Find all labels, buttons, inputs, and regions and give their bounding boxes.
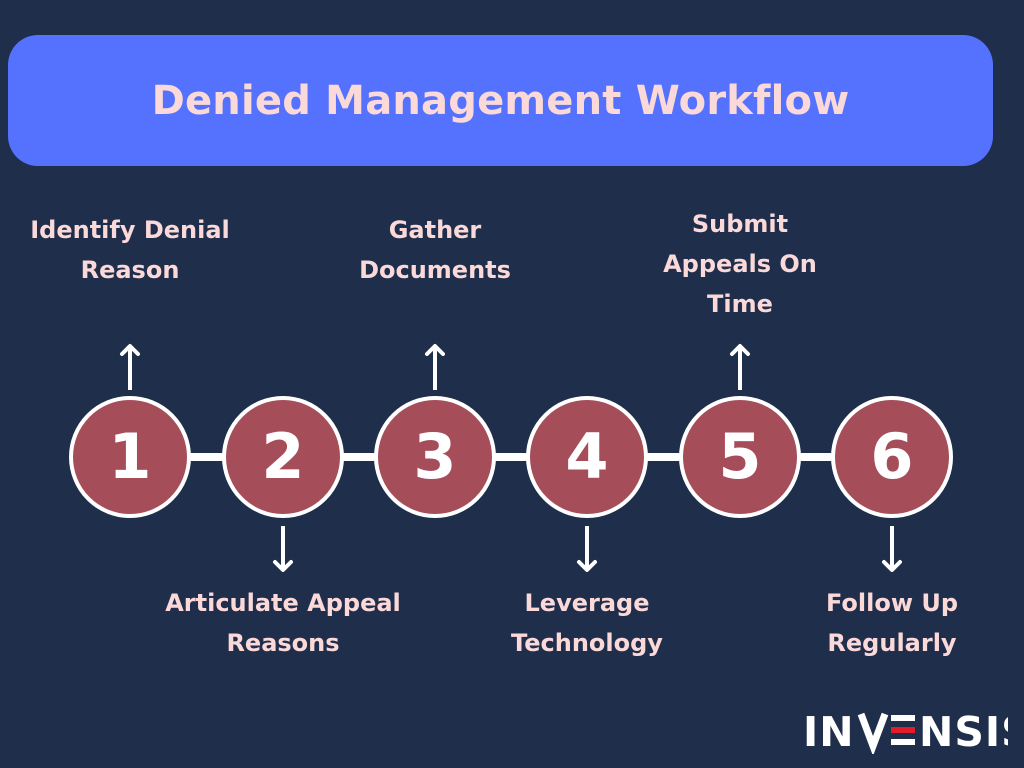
- arrow-up-icon: [425, 344, 445, 390]
- step-circle-6: 6: [831, 396, 953, 518]
- page-title: Denied Management Workflow: [151, 77, 850, 124]
- title-banner: Denied Management Workflow: [8, 35, 993, 166]
- step-circle-5: 5: [679, 396, 801, 518]
- step-label-line: Gather: [388, 216, 482, 244]
- step-circle-2: 2: [222, 396, 344, 518]
- logo-text-right: NSIS: [919, 708, 1008, 754]
- step-label-line: Reasons: [226, 629, 340, 657]
- step-label-line: Follow Up: [825, 589, 959, 617]
- step-number: 5: [718, 420, 762, 493]
- logo-e-accent-mid: [891, 727, 915, 733]
- step-number: 3: [413, 420, 457, 493]
- step-label-line: Regularly: [827, 629, 957, 657]
- step-label-line: Technology: [511, 629, 663, 657]
- step-label-line: Appeals On: [663, 250, 817, 278]
- step-label-line: Time: [707, 290, 773, 318]
- step-number: 1: [108, 420, 152, 493]
- step-label-line: Articulate Appeal: [165, 589, 401, 617]
- logo-text-left: IN: [803, 708, 855, 754]
- arrow-down-icon: [273, 526, 293, 572]
- step-number: 2: [261, 420, 305, 493]
- logo-e-accent-bottom: [891, 739, 915, 745]
- arrow-down-icon: [882, 526, 902, 572]
- step-label-line: Identify Denial: [30, 216, 230, 244]
- steps-connector-line: [130, 453, 892, 461]
- step-number: 6: [870, 420, 914, 493]
- step-label-line: Leverage: [524, 589, 650, 617]
- step-label-line: Submit: [691, 210, 789, 238]
- logo-e-accent-top: [891, 715, 915, 721]
- step-label-6: Follow Up Regularly: [752, 583, 1024, 663]
- step-circle-3: 3: [374, 396, 496, 518]
- arrow-up-icon: [730, 344, 750, 390]
- step-circle-1: 1: [69, 396, 191, 518]
- step-circle-4: 4: [526, 396, 648, 518]
- step-number: 4: [565, 420, 609, 493]
- arrow-down-icon: [577, 526, 597, 572]
- invensis-logo: IN NSIS: [803, 708, 1008, 754]
- step-label-line: Reason: [80, 256, 180, 284]
- step-label-line: Documents: [359, 256, 511, 284]
- logo-v-mark: [857, 712, 889, 754]
- arrow-up-icon: [120, 344, 140, 390]
